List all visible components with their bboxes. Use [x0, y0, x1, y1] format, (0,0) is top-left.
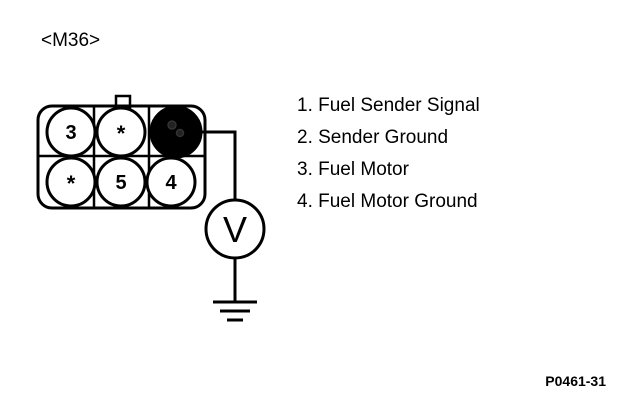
pin-cell-6: 4 [145, 156, 197, 208]
pin-cell-probed [149, 105, 203, 159]
legend-item: 3. Fuel Motor [297, 159, 410, 180]
connector-id: <M36> [41, 30, 100, 51]
pin-cell-2: * [95, 106, 147, 158]
pin-cell-4: * [45, 156, 97, 208]
pin-cell-5: 5 [95, 156, 147, 208]
pin-label: 4 [165, 172, 177, 194]
ground-icon [213, 300, 257, 322]
pin-cell-1: 3 [45, 106, 97, 158]
probe-wire [200, 130, 237, 200]
figure-code: P0461-31 [545, 373, 606, 389]
pin-label: * [67, 171, 76, 196]
pin-legend: 1. Fuel Sender Signal 2. Sender Ground 3… [297, 95, 480, 212]
legend-item: 2. Sender Ground [297, 127, 448, 148]
voltmeter: V [204, 198, 266, 260]
legend-item: 1. Fuel Sender Signal [297, 95, 480, 116]
pin-label: 3 [65, 122, 76, 144]
legend-item: 4. Fuel Motor Ground [297, 191, 478, 212]
pin-label: 5 [115, 172, 126, 194]
voltmeter-label: V [223, 209, 247, 250]
pin-label: * [117, 121, 126, 146]
